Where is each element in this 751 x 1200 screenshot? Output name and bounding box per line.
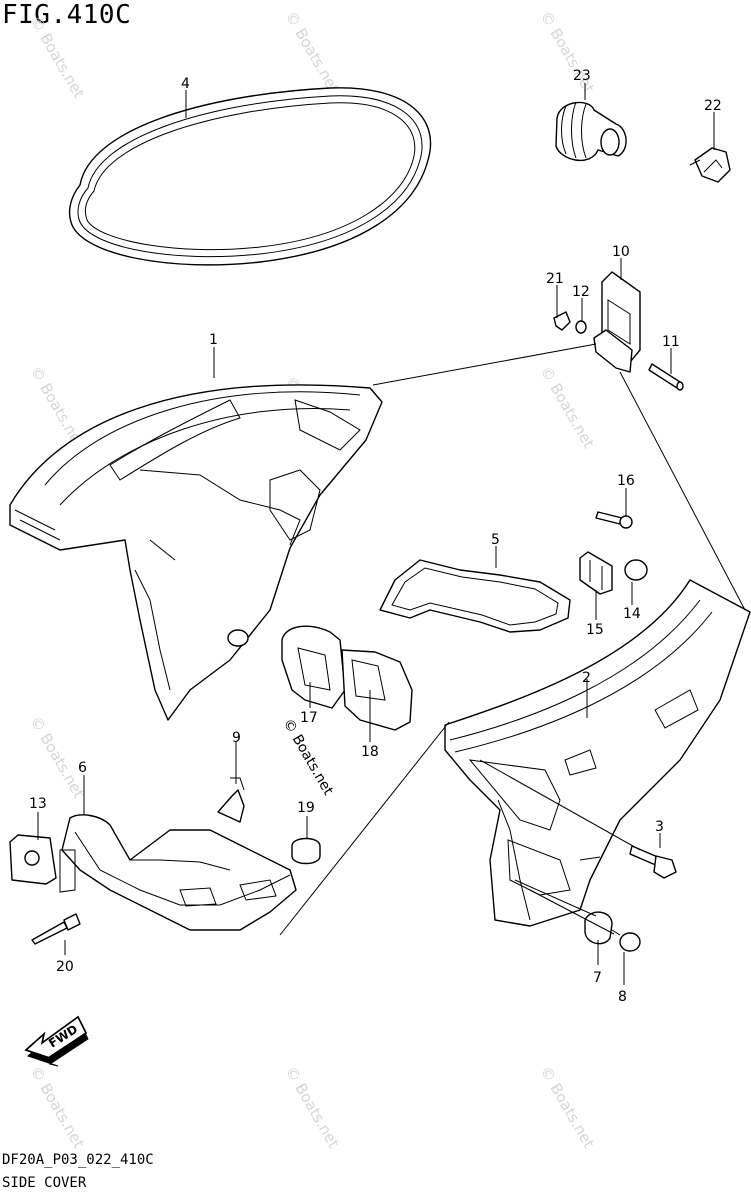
callout-7: 7 bbox=[593, 970, 602, 986]
callout-2: 2 bbox=[582, 670, 591, 686]
callout-19: 19 bbox=[297, 800, 315, 816]
watermark-text: © Boats.net bbox=[537, 363, 598, 451]
part-16-screw bbox=[595, 511, 633, 529]
part-21-clip bbox=[553, 311, 571, 331]
part-17-seal bbox=[281, 625, 346, 709]
diagram-copyright: © Boats.net bbox=[280, 716, 337, 798]
part-12-washer bbox=[575, 320, 587, 334]
callout-13: 13 bbox=[29, 796, 47, 812]
part-15-bracket bbox=[579, 551, 613, 595]
watermark-text: © Boats.net bbox=[27, 1063, 88, 1151]
callout-3: 3 bbox=[655, 819, 664, 835]
callout-5: 5 bbox=[491, 532, 500, 548]
callout-20: 20 bbox=[56, 959, 74, 975]
part-22-clip bbox=[689, 147, 731, 183]
watermark-text: © Boats.net bbox=[537, 1063, 598, 1151]
figure-title: FIG.410C bbox=[2, 0, 132, 30]
callout-8: 8 bbox=[618, 989, 627, 1005]
part-1-side-cover bbox=[9, 384, 383, 721]
part-13-plate bbox=[9, 834, 57, 885]
part-8-screw bbox=[611, 929, 641, 952]
callout-11: 11 bbox=[662, 334, 680, 350]
part-6-lower-cover bbox=[59, 814, 297, 931]
callout-18: 18 bbox=[361, 744, 379, 760]
callout-23: 23 bbox=[573, 68, 591, 84]
callout-4: 4 bbox=[181, 76, 190, 92]
drawing-code: DF20A_P03_022_410C bbox=[2, 1152, 154, 1168]
watermark-text: © Boats.net bbox=[27, 13, 88, 101]
part-3-bolt bbox=[629, 845, 677, 879]
callout-17: 17 bbox=[300, 710, 318, 726]
part-9-bracket bbox=[217, 777, 245, 823]
callout-12: 12 bbox=[572, 284, 590, 300]
part-11-pin bbox=[648, 363, 684, 391]
part-4-seal bbox=[68, 87, 432, 266]
watermark-text: © Boats.net bbox=[282, 8, 343, 96]
callout-9: 9 bbox=[232, 730, 241, 746]
part-10-hinge-bracket bbox=[593, 271, 641, 373]
callout-14: 14 bbox=[623, 606, 641, 622]
figure-caption: SIDE COVER bbox=[2, 1175, 87, 1191]
watermark-text: © Boats.net bbox=[282, 1063, 343, 1151]
part-5-gasket bbox=[379, 559, 571, 633]
watermark-text: © Boats.net bbox=[27, 713, 88, 801]
leader-lines bbox=[37, 83, 746, 985]
part-14-cap bbox=[624, 559, 648, 581]
callout-16: 16 bbox=[617, 473, 635, 489]
part-18-seal bbox=[341, 649, 413, 731]
callout-22: 22 bbox=[704, 98, 722, 114]
part-19-collar bbox=[291, 837, 321, 865]
callout-labels: 4 23 22 10 21 12 11 1 16 5 14 15 17 18 2… bbox=[29, 68, 722, 1005]
callout-1: 1 bbox=[209, 332, 218, 348]
callout-6: 6 bbox=[78, 760, 87, 776]
callout-21: 21 bbox=[546, 271, 564, 287]
part-23-grommet bbox=[555, 101, 627, 162]
callout-10: 10 bbox=[612, 244, 630, 260]
part-7-grommet bbox=[584, 911, 613, 945]
part-20-rivet bbox=[31, 913, 81, 945]
fwd-direction-arrow: FWD bbox=[24, 1015, 89, 1067]
callout-15: 15 bbox=[586, 622, 604, 638]
part-2-side-cover bbox=[444, 579, 751, 927]
